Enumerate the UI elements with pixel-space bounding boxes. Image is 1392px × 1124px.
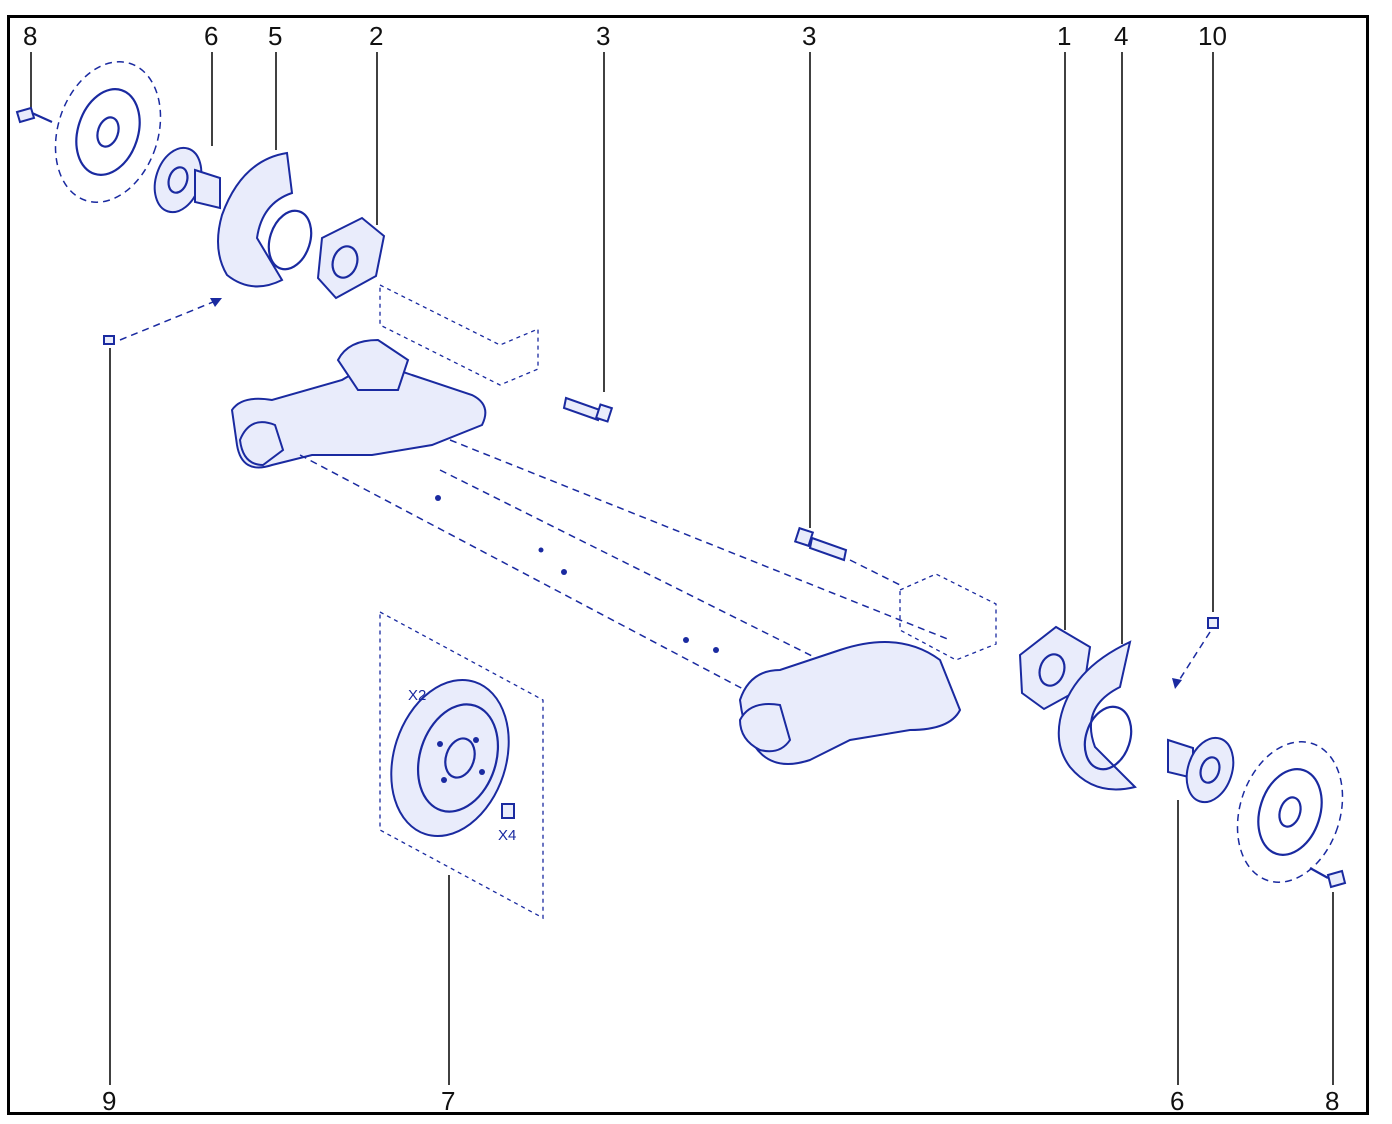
left-wheel-bolt [15, 106, 53, 124]
callout-5: 5 [268, 21, 282, 51]
callout-3-left: 3 [596, 21, 610, 51]
right-wheel-hub [1167, 736, 1235, 804]
left-fixing-bolt [562, 396, 614, 423]
diagram-frame [7, 15, 1369, 1115]
right-wheel-bolt [1309, 867, 1347, 889]
callout-6-bottom: 6 [1170, 1086, 1184, 1116]
right-abs-screw [1172, 617, 1219, 689]
disc-quantity-label: X2 [408, 687, 426, 704]
callout-2: 2 [369, 21, 383, 51]
screw-quantity-label: X4 [498, 827, 516, 844]
callout-1: 1 [1057, 21, 1071, 51]
left-brake-disc [54, 61, 162, 203]
left-backing-plate [217, 151, 313, 288]
callout-8-top-left: 8 [23, 21, 37, 51]
callout-7: 7 [441, 1086, 455, 1116]
left-wheel-hub [153, 146, 221, 214]
right-backing-plate [1057, 640, 1137, 791]
right-brake-disc [1236, 741, 1344, 883]
right-fixing-bolt [793, 526, 901, 586]
callout-8-bottom: 8 [1325, 1086, 1339, 1116]
callout-6-top-left: 6 [204, 21, 218, 51]
callout-3-right: 3 [802, 21, 816, 51]
right-bolt-box [899, 573, 997, 661]
left-abs-screw [103, 298, 222, 345]
rear-axle-beam [230, 338, 962, 765]
callout-9: 9 [102, 1086, 116, 1116]
callout-4: 4 [1114, 21, 1128, 51]
callout-10: 10 [1198, 21, 1227, 51]
left-stub-axle [316, 216, 386, 300]
replacement-kit: X2 X4 [379, 610, 544, 920]
callout-labels: 8 6 5 2 3 3 1 4 10 9 7 6 8 [23, 21, 1339, 1116]
leader-lines [30, 52, 1334, 1085]
